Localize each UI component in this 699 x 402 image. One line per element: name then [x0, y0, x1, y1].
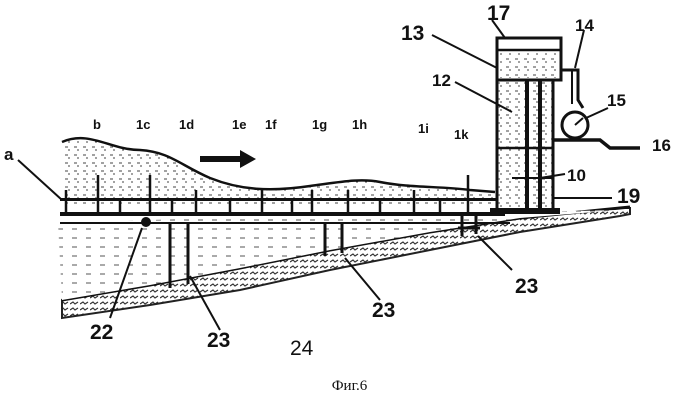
- label-1g: 1g: [312, 118, 327, 131]
- label-a: a: [4, 146, 13, 163]
- label-17: 17: [487, 3, 510, 24]
- flow-arrow: [200, 150, 256, 168]
- label-16: 16: [652, 137, 671, 154]
- platform-top-rail: [60, 198, 500, 201]
- label-23-left: 23: [207, 330, 230, 351]
- label-1h: 1h: [352, 118, 367, 131]
- pivot-22: [141, 217, 151, 227]
- figure-caption: Фиг.6: [0, 378, 699, 395]
- label-1k: 1k: [454, 128, 468, 141]
- label-13: 13: [401, 23, 424, 44]
- label-1d: 1d: [179, 118, 194, 131]
- label-12: 12: [432, 72, 451, 89]
- label-1e: 1e: [232, 118, 246, 131]
- platform-bottom-rail: [60, 212, 505, 216]
- label-b: b: [93, 118, 101, 131]
- label-14: 14: [575, 17, 594, 34]
- label-22: 22: [90, 322, 113, 343]
- label-24: 24: [290, 338, 313, 359]
- label-23-right: 23: [515, 276, 538, 297]
- label-23-mid: 23: [372, 300, 395, 321]
- label-1i: 1i: [418, 122, 429, 135]
- label-10: 10: [567, 167, 586, 184]
- label-1f: 1f: [265, 118, 277, 131]
- label-15: 15: [607, 92, 626, 109]
- label-1c: 1c: [136, 118, 150, 131]
- label-19: 19: [617, 186, 640, 207]
- outlet-16: [553, 140, 640, 148]
